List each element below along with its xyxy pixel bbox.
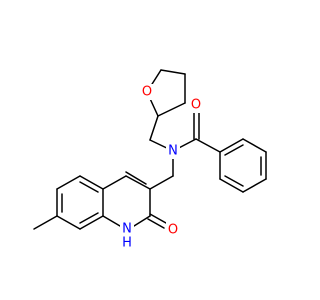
atom-lactam-oxygen: O	[166, 222, 180, 238]
tetrahydrofuran-ring	[146, 69, 186, 117]
bond-thf-4	[157, 102, 186, 117]
amide-oxygen-label: O	[191, 98, 201, 113]
bond-b-5	[79, 215, 104, 230]
bond-carbonyl-phenyl	[195, 138, 221, 153]
bond-ph-2	[242, 138, 267, 153]
bond-ph-5	[219, 178, 244, 193]
atom-ring-oxygen: O	[140, 84, 154, 100]
phenyl-ring	[219, 138, 267, 193]
benzo-ring	[33, 175, 104, 230]
bond-ph-1	[219, 138, 244, 153]
amide-group	[172, 111, 221, 153]
bond-thf-2	[160, 69, 186, 75]
ring-oxygen-label: O	[142, 85, 152, 100]
bond-q-c8a-n1	[102, 215, 121, 227]
lactam-hydrogen-label: H	[122, 236, 132, 251]
bond-ch2b-quinolinone	[149, 175, 174, 190]
lactam-oxygen-label: O	[168, 223, 178, 238]
atom-lactam-nh: N H	[120, 222, 134, 252]
bond-ph-4	[242, 178, 267, 193]
bond-q-c2-o-a	[149, 213, 167, 224]
bond-q-n1-c2	[133, 215, 151, 227]
bond-methyl	[33, 215, 58, 230]
atom-amide-oxygen: O	[189, 97, 203, 113]
bond-q-c3-c4	[125, 175, 151, 190]
bond-ph-inner-1	[224, 144, 244, 156]
bond-ph-inner-3	[224, 175, 244, 187]
bond-b-inner-1	[79, 181, 99, 193]
bond-q-c3-c4-inner	[125, 171, 147, 185]
bond-b-inner-3	[79, 212, 99, 224]
lactam-nitrogen-label: N	[122, 222, 132, 237]
atom-amide-nitrogen: N	[166, 143, 180, 159]
bond-thf-ch2	[149, 115, 159, 141]
bond-b-1	[79, 175, 104, 190]
bond-b-4	[56, 215, 81, 230]
pyridinone-ring	[102, 171, 167, 229]
bond-q-c4-c4a	[102, 175, 127, 190]
bond-b-2	[56, 175, 81, 190]
molecule-structure: O O N O N H	[33, 69, 267, 252]
amide-nitrogen-label: N	[168, 144, 178, 159]
bond-q-c2-o-b	[147, 218, 165, 229]
